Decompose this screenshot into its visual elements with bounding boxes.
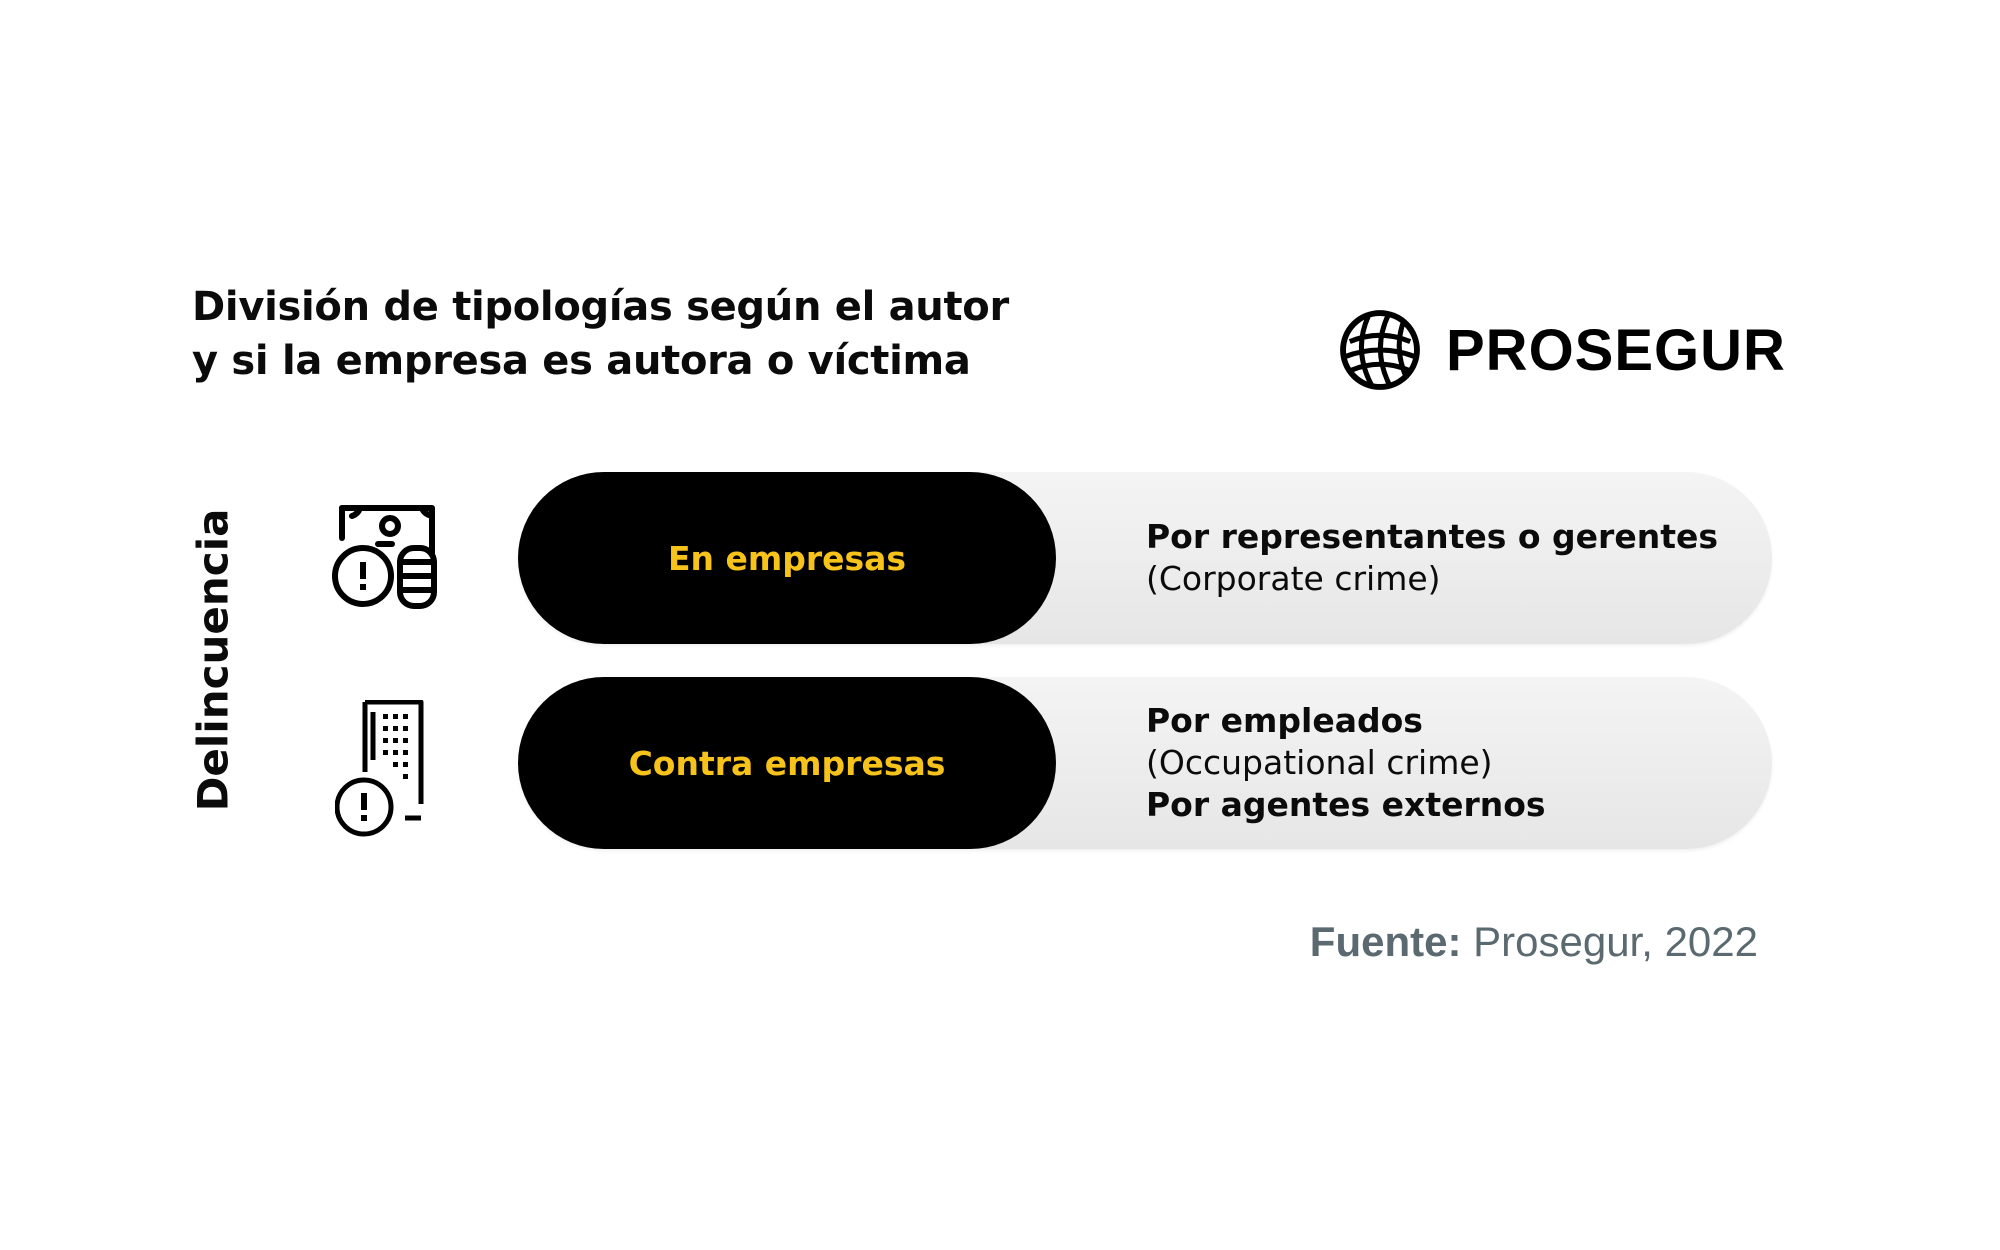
- source-note: Fuente: Prosegur, 2022: [1310, 918, 1758, 966]
- money-coins-alert-icon: [332, 505, 437, 609]
- row-2-line-1: Por empleados: [1146, 701, 1423, 740]
- row-1-heading: En empresas: [667, 538, 907, 578]
- globe-icon: [1340, 310, 1420, 390]
- row-2-description: Por empleados (Occupational crime) Por a…: [1146, 700, 1546, 826]
- side-category-label: Delincuencia: [188, 508, 238, 812]
- row-2-line-3: Por agentes externos: [1146, 785, 1546, 824]
- title-line-2: y si la empresa es autora o víctima: [192, 338, 971, 384]
- row-2-heading: Contra empresas: [628, 743, 946, 783]
- row-1-line-2: (Corporate crime): [1146, 559, 1441, 598]
- row-2-heading-badge: Contra empresas: [518, 677, 1056, 849]
- source-label: Fuente:: [1309, 918, 1462, 965]
- prosegur-logo: PROSEGUR: [1338, 305, 1786, 395]
- row-1-line-1: Por representantes o gerentes: [1146, 517, 1719, 556]
- logo-wordmark: PROSEGUR: [1446, 317, 1786, 383]
- source-value: Prosegur, 2022: [1461, 918, 1758, 965]
- typology-row-2: Contra empresas Por empleados (Occupatio…: [518, 677, 1772, 849]
- typology-row-1: En empresas Por representantes o gerente…: [518, 472, 1772, 644]
- row-2-line-2: (Occupational crime): [1146, 743, 1493, 782]
- title-line-1: División de tipologías según el autor: [192, 284, 1009, 330]
- building-alert-icon: [335, 700, 424, 837]
- row-1-description: Por representantes o gerentes (Corporate…: [1146, 516, 1718, 600]
- diagram-title: División de tipologías según el autor y …: [192, 280, 1009, 388]
- row-1-heading-badge: En empresas: [518, 472, 1056, 644]
